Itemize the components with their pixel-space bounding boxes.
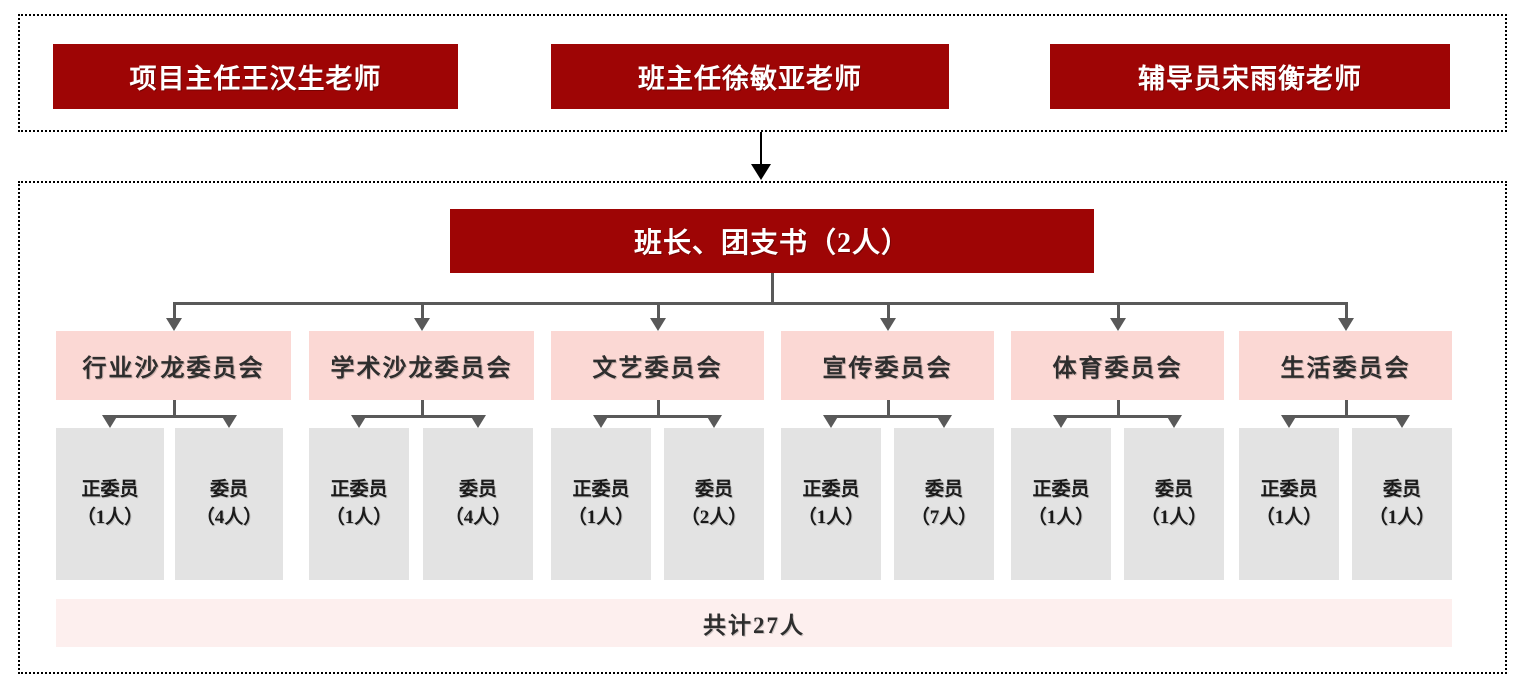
advisor-box-project-director[interactable]: 项目主任王汉生老师: [53, 44, 458, 109]
member-bus-line-1: [359, 415, 478, 418]
member-count-label: （4人）: [444, 507, 512, 528]
committee-drop-line-4: [1116, 302, 1120, 318]
member-bus-line-3: [831, 415, 944, 418]
member-role-label: 正委员: [802, 479, 860, 501]
member-box-4-0[interactable]: 正委员 （1人）: [1011, 428, 1111, 580]
member-role-label: 正委员: [572, 479, 630, 501]
member-arrow-icon-4-1: [1166, 415, 1182, 428]
committee-arrow-icon-4: [1109, 318, 1126, 331]
member-box-4-1[interactable]: 委员 （1人）: [1124, 428, 1224, 580]
member-arrow-icon-5-0: [1281, 415, 1297, 428]
committee-substem-line-3: [886, 400, 890, 415]
member-role-label: 委员: [209, 479, 248, 501]
member-arrow-icon-0-1: [221, 415, 237, 428]
committee-drop-line-1: [420, 302, 424, 318]
member-count-label: （7人）: [910, 507, 978, 528]
committee-box-0[interactable]: 行业沙龙委员会: [56, 331, 291, 400]
member-box-5-0[interactable]: 正委员 （1人）: [1239, 428, 1339, 580]
member-count-label: （1人）: [1255, 507, 1323, 528]
committee-drop-line-0: [172, 302, 176, 318]
committee-label: 生活委员会: [1280, 356, 1411, 382]
member-box-3-1[interactable]: 委员 （7人）: [894, 428, 994, 580]
committee-substem-line-0: [172, 400, 176, 415]
member-arrow-icon-1-0: [351, 415, 367, 428]
committee-label: 行业沙龙委员会: [82, 356, 265, 382]
member-role-label: 正委员: [1032, 479, 1090, 501]
member-bus-line-4: [1061, 415, 1174, 418]
member-role-label: 委员: [694, 479, 733, 501]
committee-box-5[interactable]: 生活委员会: [1239, 331, 1452, 400]
committee-arrow-icon-3: [879, 318, 896, 331]
committee-arrow-icon-5: [1337, 318, 1354, 331]
member-bus-line-0: [110, 415, 229, 418]
member-role-label: 委员: [1382, 479, 1421, 501]
member-box-3-0[interactable]: 正委员 （1人）: [781, 428, 881, 580]
committee-label: 学术沙龙委员会: [330, 356, 513, 382]
member-box-5-1[interactable]: 委员 （1人）: [1352, 428, 1452, 580]
member-arrow-icon-5-1: [1394, 415, 1410, 428]
member-bus-line-5: [1289, 415, 1402, 418]
leader-stem-line: [771, 273, 774, 302]
committee-arrow-icon-2: [649, 318, 666, 331]
committee-label: 体育委员会: [1052, 356, 1183, 382]
member-box-2-1[interactable]: 委员 （2人）: [664, 428, 764, 580]
committee-box-1[interactable]: 学术沙龙委员会: [309, 331, 534, 400]
committee-box-3[interactable]: 宣传委员会: [781, 331, 994, 400]
committee-box-4[interactable]: 体育委员会: [1011, 331, 1224, 400]
member-count-label: （2人）: [680, 507, 748, 528]
member-count-label: （4人）: [195, 507, 263, 528]
member-box-1-1[interactable]: 委员 （4人）: [423, 428, 533, 580]
container-link-arrow-icon: [751, 164, 771, 180]
member-count-label: （1人）: [1140, 507, 1208, 528]
advisor-box-counselor[interactable]: 辅导员宋雨衡老师: [1050, 44, 1450, 109]
member-arrow-icon-4-0: [1053, 415, 1069, 428]
committee-substem-line-5: [1344, 400, 1348, 415]
member-box-0-1[interactable]: 委员 （4人）: [175, 428, 283, 580]
member-role-label: 委员: [458, 479, 497, 501]
member-role-label: 正委员: [81, 479, 139, 501]
committee-arrow-icon-1: [413, 318, 430, 331]
member-role-label: 委员: [924, 479, 963, 501]
committee-box-2[interactable]: 文艺委员会: [551, 331, 764, 400]
committee-substem-line-2: [656, 400, 660, 415]
committee-substem-line-4: [1116, 400, 1120, 415]
member-role-label: 委员: [1154, 479, 1193, 501]
member-count-label: （1人）: [76, 507, 144, 528]
committee-drop-line-3: [886, 302, 890, 318]
member-arrow-icon-2-0: [593, 415, 609, 428]
member-box-1-0[interactable]: 正委员 （1人）: [309, 428, 409, 580]
total-headcount-bar: 共计27人: [56, 599, 1452, 647]
committee-drop-line-2: [656, 302, 660, 318]
member-role-label: 正委员: [1260, 479, 1318, 501]
committee-substem-line-1: [420, 400, 424, 415]
committee-drop-line-5: [1344, 302, 1348, 318]
member-arrow-icon-2-1: [706, 415, 722, 428]
member-count-label: （1人）: [1027, 507, 1095, 528]
member-role-label: 正委员: [330, 479, 388, 501]
member-bus-line-2: [601, 415, 714, 418]
advisor-box-class-director[interactable]: 班主任徐敏亚老师: [551, 44, 949, 109]
member-arrow-icon-0-0: [102, 415, 118, 428]
container-link-line: [760, 132, 762, 170]
committee-arrow-icon-0: [165, 318, 182, 331]
member-box-0-0[interactable]: 正委员 （1人）: [56, 428, 164, 580]
member-count-label: （1人）: [1368, 507, 1436, 528]
member-arrow-icon-3-1: [936, 415, 952, 428]
committee-bus-line: [173, 302, 1346, 305]
member-count-label: （1人）: [797, 507, 865, 528]
committee-label: 文艺委员会: [592, 356, 723, 382]
member-count-label: （1人）: [567, 507, 635, 528]
committee-label: 宣传委员会: [822, 356, 953, 382]
leader-box-monitor-and-league-secretary[interactable]: 班长、团支书（2人）: [450, 209, 1094, 273]
member-box-2-0[interactable]: 正委员 （1人）: [551, 428, 651, 580]
member-arrow-icon-1-1: [470, 415, 486, 428]
member-arrow-icon-3-0: [823, 415, 839, 428]
member-count-label: （1人）: [325, 507, 393, 528]
